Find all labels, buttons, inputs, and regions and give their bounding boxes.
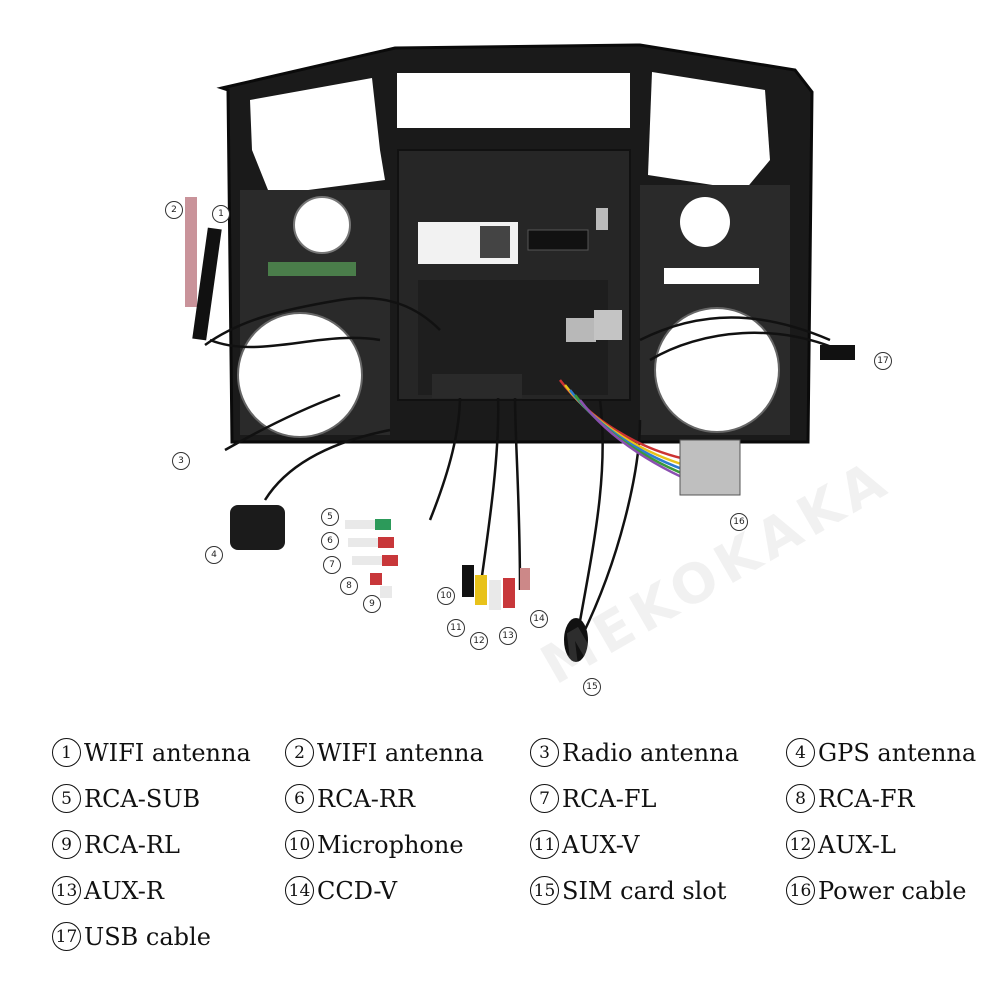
legend-number: 3 <box>530 738 559 767</box>
wifi-antenna-2 <box>185 197 197 307</box>
legend-number: 13 <box>52 876 81 905</box>
callout-5: 5 <box>321 508 339 526</box>
legend-number: 8 <box>786 784 815 813</box>
rca-plugs <box>345 519 530 610</box>
legend-label: Radio antenna <box>562 738 739 767</box>
left-vent-opening <box>250 78 385 195</box>
center-vent-opening <box>397 73 630 128</box>
legend-label: RCA-RL <box>84 830 180 859</box>
usb-connector <box>820 345 855 360</box>
legend-number: 16 <box>786 876 815 905</box>
legend-label: USB cable <box>84 922 211 951</box>
callout-3: 3 <box>172 452 190 470</box>
harness-plug-gray-1 <box>566 318 596 342</box>
cables <box>204 296 851 651</box>
wifi-pcb <box>268 262 356 276</box>
legend-number: 6 <box>285 784 314 813</box>
right-vent-opening <box>648 72 770 190</box>
legend-number: 14 <box>285 876 314 905</box>
callout-13: 13 <box>499 627 517 645</box>
legend-label: Power cable <box>818 876 967 905</box>
callout-8: 8 <box>340 577 358 595</box>
gps-antenna <box>230 505 285 550</box>
callout-9: 9 <box>363 595 381 613</box>
product-photo <box>185 43 855 662</box>
callout-2: 2 <box>165 201 183 219</box>
unit-qr-code <box>480 226 510 258</box>
legend-label: GPS antenna <box>818 738 977 767</box>
legend-number: 4 <box>786 738 815 767</box>
legend-number: 12 <box>786 830 815 859</box>
callout-16: 16 <box>730 513 748 531</box>
right-slot <box>664 268 759 284</box>
legend-number: 11 <box>530 830 559 859</box>
legend-label: CCD-V <box>317 876 398 905</box>
legend-label: Microphone <box>317 830 464 859</box>
legend-label: RCA-RR <box>317 784 416 813</box>
power-harness <box>679 439 741 496</box>
legend-number: 2 <box>285 738 314 767</box>
wifi-antenna-1 <box>192 227 222 341</box>
callout-7: 7 <box>323 556 341 574</box>
legend-number: 10 <box>285 830 314 859</box>
legend-number: 17 <box>52 922 81 951</box>
legend-label: AUX-V <box>562 830 640 859</box>
legend-label: WIFI antenna <box>317 738 484 767</box>
callout-1: 1 <box>212 205 230 223</box>
left-upper-hole <box>293 196 351 254</box>
right-upper-hole <box>680 197 730 247</box>
legend-label: RCA-FR <box>818 784 915 813</box>
unit-small-connector <box>596 208 608 230</box>
legend-number: 7 <box>530 784 559 813</box>
callout-12: 12 <box>470 632 488 650</box>
legend-number: 1 <box>52 738 81 767</box>
legend-number: 15 <box>530 876 559 905</box>
harness-plug-gray-2 <box>594 310 622 340</box>
callout-11: 11 <box>447 619 465 637</box>
legend-label: RCA-FL <box>562 784 657 813</box>
callout-4: 4 <box>205 546 223 564</box>
legend-number: 5 <box>52 784 81 813</box>
legend-label: AUX-L <box>818 830 896 859</box>
callout-17: 17 <box>874 352 892 370</box>
legend-label: AUX-R <box>84 876 164 905</box>
unit-connector <box>527 229 589 251</box>
callout-14: 14 <box>530 610 548 628</box>
legend-number: 9 <box>52 830 81 859</box>
callout-15: 15 <box>583 678 601 696</box>
legend-label: SIM card slot <box>562 876 727 905</box>
legend-label: RCA-SUB <box>84 784 201 813</box>
callout-10: 10 <box>437 587 455 605</box>
callout-6: 6 <box>321 532 339 550</box>
right-lower-hole <box>654 307 780 433</box>
left-lower-hole <box>237 312 363 438</box>
legend-label: WIFI antenna <box>84 738 251 767</box>
sim-card-slot <box>564 618 588 662</box>
antenna-connectors <box>432 374 522 398</box>
